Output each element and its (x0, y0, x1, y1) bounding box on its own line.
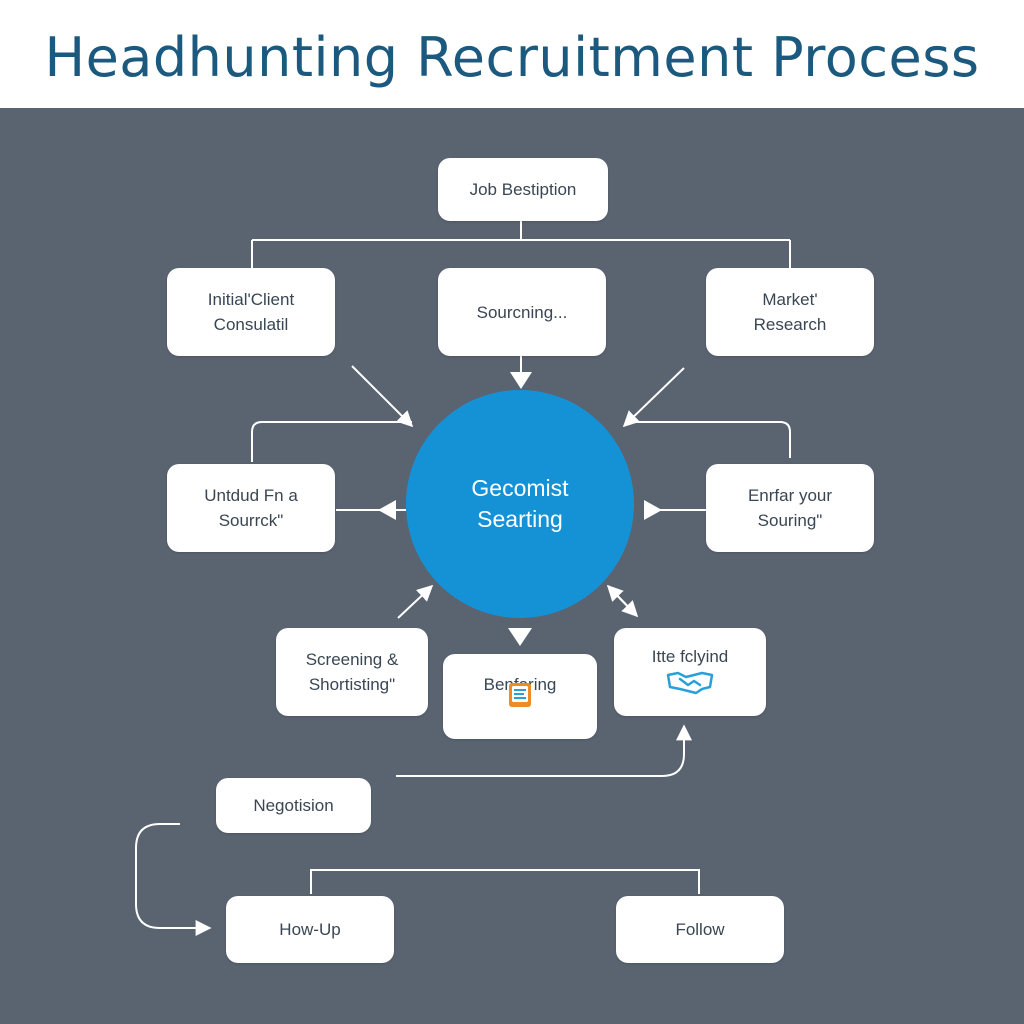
arrowhead-sourcing (510, 372, 532, 389)
connector-left-loop (135, 823, 212, 936)
node-negotiation-label: Negotision (253, 796, 334, 815)
node-market-research: Market' Research (706, 268, 874, 356)
node-enrfar-line1: Enrfar your (747, 486, 833, 505)
center-label-line2: Searting (477, 506, 563, 532)
node-untdud: Untdud Fn a Sourrck" (167, 464, 335, 552)
node-sourcing-label: Sourcning... (476, 302, 568, 322)
node-follow: Follow (616, 896, 784, 963)
node-initial-client-line1: Initial'Client (207, 290, 295, 309)
node-untdud-line1: Untdud Fn a (204, 486, 298, 505)
arrowhead-enrfar (644, 500, 662, 520)
node-job-description-label: Job Bestiption (469, 180, 577, 199)
node-initial-client-line2: Consulatil (213, 315, 289, 334)
node-benforing: Benforing (443, 654, 597, 739)
connector-market-center (622, 367, 685, 428)
node-screening: Screening & Shortisting" (276, 628, 428, 716)
center-circle: Gecomist Searting (406, 390, 634, 618)
connector-right-bracket (628, 421, 791, 458)
connector-client-center (351, 365, 414, 428)
node-screening-line2: Shortisting" (308, 675, 396, 694)
center-label-line1: Gecomist (471, 475, 569, 501)
diagram-title: Headhunting Recruitment Process (44, 26, 980, 89)
node-sourcing: Sourcning... (438, 268, 606, 356)
node-market-research-line1: Market' (762, 290, 818, 309)
node-itte-fclyind: Itte fclyind (614, 628, 766, 716)
node-enrfar: Enrfar your Souring" (706, 464, 874, 552)
node-market-research-line2: Research (753, 315, 827, 334)
handshake-icon (666, 671, 714, 695)
connector-itte-center (606, 584, 638, 617)
connector-negotiation-itte (396, 724, 692, 777)
arrowhead-benforing (508, 628, 532, 646)
node-follow-label: Follow (675, 920, 725, 939)
connector-screening-center (397, 584, 434, 619)
node-job-description: Job Bestiption (438, 158, 608, 221)
node-how-up: How-Up (226, 896, 394, 963)
connector-left-bracket (251, 421, 412, 462)
node-screening-line1: Screening & (305, 650, 399, 669)
node-negotiation: Negotision (216, 778, 371, 833)
header-band: Headhunting Recruitment Process (0, 0, 1024, 108)
node-enrfar-line2: Souring" (757, 511, 823, 530)
node-itte-fclyind-label: Itte fclyind (651, 647, 729, 666)
document-icon (509, 683, 531, 707)
connector-bottom-bracket (310, 869, 700, 894)
node-initial-client: Initial'Client Consulatil (167, 268, 335, 356)
arrowhead-untdud (378, 500, 396, 520)
node-untdud-line2: Sourrck" (218, 511, 284, 530)
node-how-up-label: How-Up (279, 920, 341, 939)
